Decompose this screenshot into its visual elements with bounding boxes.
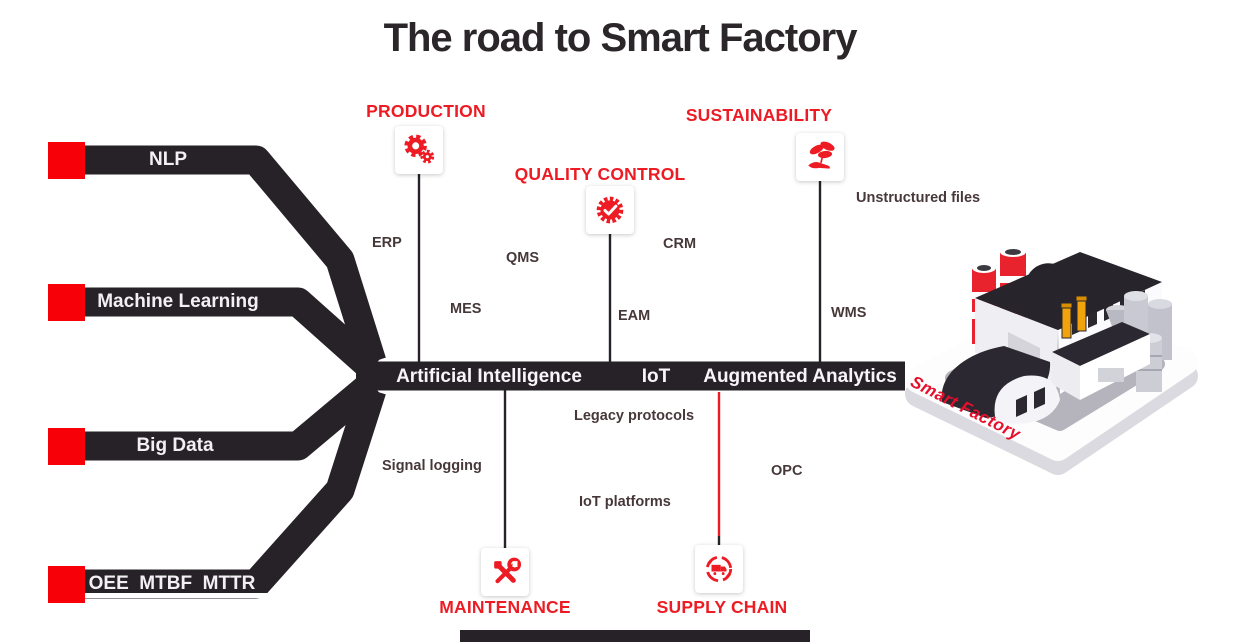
annotation-opc: OPC: [771, 463, 803, 479]
connector-lines: [417, 174, 822, 548]
branch-roads: [66, 145, 386, 599]
crossed-tools-icon: [494, 557, 522, 584]
annotation-unstructured-files: Unstructured files: [856, 190, 981, 206]
maintenance-card: [481, 548, 529, 596]
annotation-signal-logging: Signal logging: [382, 458, 482, 474]
gears-icon: [404, 134, 435, 164]
quality-control-card: [586, 186, 634, 234]
station-title-maintenance: MAINTENANCE: [439, 597, 571, 617]
yellow-chimneys: [1060, 295, 1088, 339]
road-label-iot: IoT: [641, 366, 671, 387]
smart-factory-illustration: [905, 247, 1198, 475]
warehouse: [941, 346, 1060, 424]
branch-label-oee-mtbf-mttr: OEE MTBF MTTR: [88, 573, 256, 594]
oee-underline: [74, 593, 332, 598]
page-title: The road to Smart Factory: [383, 16, 858, 60]
annotation-eam: EAM: [618, 308, 651, 324]
annotation-legacy-protocols: Legacy protocols: [574, 408, 695, 424]
branch-label-nlp: NLP: [149, 149, 187, 170]
station-title-production: PRODUCTION: [366, 101, 486, 121]
road-label-artificial-intelligence: Artificial Intelligence: [396, 366, 582, 387]
road-big-data: [66, 372, 382, 461]
production-card: [395, 126, 443, 174]
branch-label-big-data: Big Data: [136, 435, 214, 456]
ml-square: [48, 284, 85, 321]
road-nlp: [66, 145, 386, 367]
truck-cycle-icon: [705, 555, 733, 583]
road-oee: [66, 385, 386, 599]
station-title-sustainability: SUSTAINABILITY: [685, 105, 833, 125]
mid-building: [1052, 322, 1150, 400]
bigdata-square: [48, 428, 85, 465]
station-title-quality-control: QUALITY CONTROL: [514, 164, 686, 184]
annotation-crm: CRM: [663, 236, 697, 252]
bottom-road-strip: [460, 630, 810, 642]
annotation-erp: ERP: [372, 235, 402, 251]
plant-in-hand-icon: [808, 141, 835, 169]
road-machine-learning: [66, 287, 382, 379]
station-title-supply-chain: SUPPLY CHAIN: [656, 597, 788, 617]
road-label-augmented-analytics: Augmented Analytics: [703, 366, 897, 387]
annotation-qms: QMS: [506, 250, 540, 266]
oee-square: [48, 566, 85, 603]
quality-seal-icon: [596, 196, 624, 224]
annotation-wms: WMS: [831, 305, 867, 321]
branch-label-machine-learning: Machine Learning: [97, 291, 259, 312]
supply-chain-card: [695, 545, 743, 593]
annotation-mes: MES: [450, 301, 482, 317]
annotation-iot-platforms: IoT platforms: [579, 494, 671, 510]
nlp-square: [48, 142, 85, 179]
sustainability-card: [796, 133, 844, 181]
branch-start-squares: [48, 142, 85, 603]
